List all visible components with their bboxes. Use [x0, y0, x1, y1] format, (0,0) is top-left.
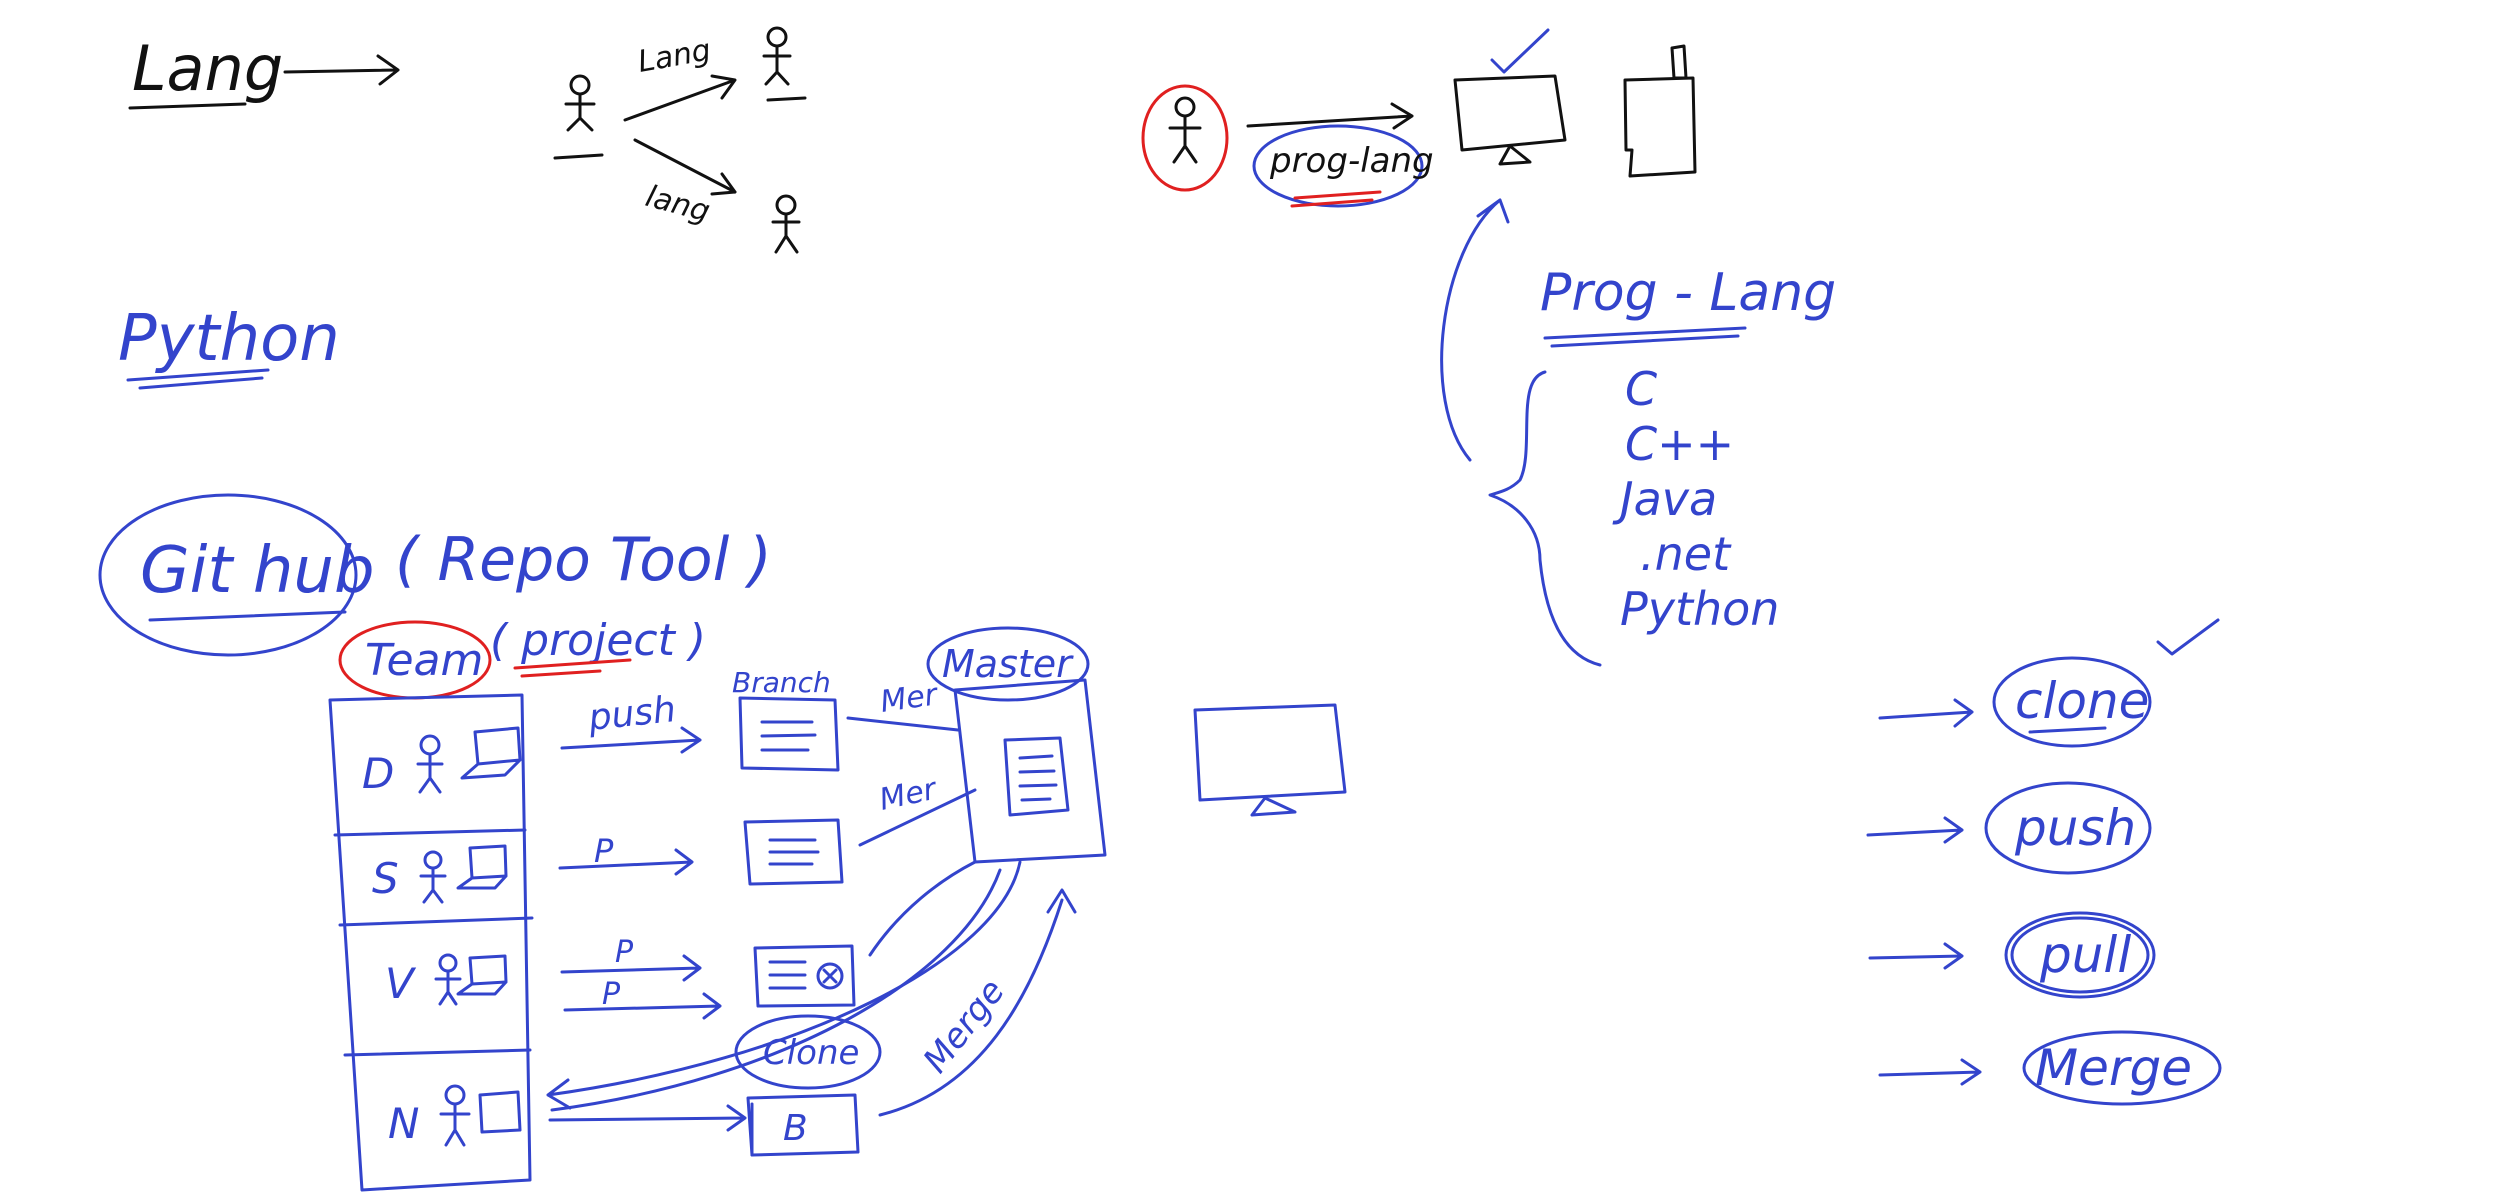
- pull-command-oval-2: [2010, 916, 2150, 994]
- project-label: ( project ): [490, 615, 706, 666]
- push-arrow-label: push: [586, 689, 678, 739]
- push-command-oval: [1984, 781, 2152, 875]
- prog-lang-item-2: C++: [1625, 417, 1734, 471]
- member-n-figure-laptop: [439, 1084, 522, 1147]
- merge-arrow-s: [858, 788, 977, 847]
- github-title-underline: [148, 610, 347, 622]
- member-label-n: N: [388, 1099, 419, 1148]
- team-member-column: [328, 693, 534, 1192]
- github-title-oval: [98, 493, 358, 657]
- p-arrow-label-s: P: [594, 832, 614, 870]
- member-s-figure-laptop: [419, 844, 508, 904]
- person-red-circle: [1141, 84, 1229, 192]
- python-section: Python: [118, 302, 340, 390]
- branch-doc-v: [753, 944, 856, 1008]
- merge-command-label: Merge: [2035, 1039, 2192, 1097]
- standalone-monitor-icon: [1193, 703, 1347, 817]
- cpu-tower-icon: [1623, 44, 1697, 178]
- lang-section: Lang Lang lang: [128, 26, 807, 254]
- listener-stick-figure-1: [762, 26, 807, 102]
- branch-doc-s: [743, 818, 844, 886]
- listener-stick-figure-2: [771, 194, 801, 254]
- master-label: Master: [942, 642, 1074, 686]
- push-arrow-v-1: [560, 954, 702, 982]
- lang-heading: Lang: [132, 32, 283, 105]
- checkmark-clone-icon: [2156, 618, 2220, 656]
- clone-back-arrow: [546, 860, 1022, 1110]
- member-v-figure-laptop: [434, 953, 508, 1006]
- branch-doc-d: [738, 696, 840, 772]
- computer-section: prog-lang: [1141, 28, 1697, 462]
- speaker-stick-figure: [553, 74, 604, 160]
- p-arrow-label-v-2: P: [602, 977, 621, 1012]
- prog-lang-item-4: .net: [1640, 527, 1732, 581]
- push-command-label: push: [2014, 799, 2136, 857]
- push-arrow-s: [558, 848, 694, 876]
- pull-command-label: pull: [2039, 926, 2131, 984]
- prog-arrow: [1246, 102, 1414, 130]
- merge-arrow-d: [846, 716, 960, 732]
- p-arrow-label-v-1: P: [615, 935, 634, 970]
- branch-doc-b: [746, 1093, 860, 1157]
- lang-arrow-up: [623, 74, 737, 122]
- arrow-pull: [1868, 942, 1964, 970]
- clone-command-oval: [1992, 656, 2152, 748]
- master-oval: [926, 626, 1090, 702]
- project-red-underline: [513, 658, 632, 678]
- member-label-v: V: [385, 959, 417, 1008]
- merge-command-oval: [2022, 1030, 2222, 1106]
- prog-lang-bubble-label: prog-lang: [1269, 141, 1434, 181]
- branch-b-label: B: [783, 1108, 808, 1149]
- member-label-s: S: [372, 854, 399, 903]
- arrow-clone: [1878, 698, 1974, 728]
- prog-lang-item-5: Python: [1620, 582, 1779, 636]
- clone-back-arrow-2: [550, 868, 1002, 1112]
- pull-command-oval: [2004, 911, 2156, 999]
- lang-arrow-1-label: Lang: [635, 33, 713, 80]
- arrow-merge: [1878, 1058, 1982, 1086]
- programmer-stick-figure: [1168, 96, 1202, 164]
- merge-curve-label: Merge: [916, 972, 1013, 1081]
- master-repo-box: [953, 678, 1107, 864]
- member-label-d: D: [362, 749, 394, 798]
- branch-label: Branch: [732, 666, 831, 699]
- prog-lang-list: Prog - Lang C C++ Java .net Python: [1488, 263, 1836, 667]
- git-commands-list: clone push pull Merge: [1866, 618, 2222, 1106]
- clone-command-underline: [2028, 726, 2107, 734]
- checkmark-icon: [1490, 28, 1550, 74]
- push-arrow-v-2: [563, 992, 722, 1020]
- push-arrow-d: [560, 726, 702, 754]
- python-underline: [126, 368, 270, 390]
- lang-heading-underline: [128, 102, 247, 110]
- arrow-push: [1866, 816, 1964, 844]
- team-label: Team: [365, 635, 483, 686]
- prog-lang-bubble-outline: [1252, 124, 1424, 208]
- lang-arrow: [283, 54, 400, 86]
- python-heading: Python: [118, 302, 340, 376]
- prog-lang-item-3: Java: [1612, 472, 1717, 526]
- prog-lang-heading: Prog - Lang: [1540, 263, 1836, 323]
- prog-lang-brace: [1488, 370, 1602, 667]
- github-section: Git hub ( Repo Tool ) Team ( project ) D…: [98, 493, 1347, 1192]
- up-arrow-to-monitor: [1440, 198, 1510, 462]
- merge-curve-arrow: [878, 888, 1077, 1117]
- merge-arrow-v: [868, 860, 977, 957]
- member-d-figure-laptop: [416, 726, 522, 794]
- prog-lang-item-1: C: [1625, 362, 1657, 416]
- merge-arrow-label-1: Mer: [878, 677, 941, 720]
- push-arrow-n: [548, 1104, 747, 1132]
- github-title: Git hub: [140, 534, 375, 608]
- clone-command-label: clone: [2015, 672, 2149, 730]
- github-subtitle: ( Repo Tool ): [395, 525, 772, 595]
- clone-oval: [734, 1014, 882, 1090]
- lang-arrow-2-label: lang: [642, 179, 714, 230]
- prog-lang-red-underline: [1290, 190, 1382, 208]
- monitor-icon: [1453, 74, 1567, 166]
- lang-arrow-down: [633, 138, 737, 196]
- prog-lang-heading-underline: [1543, 326, 1747, 348]
